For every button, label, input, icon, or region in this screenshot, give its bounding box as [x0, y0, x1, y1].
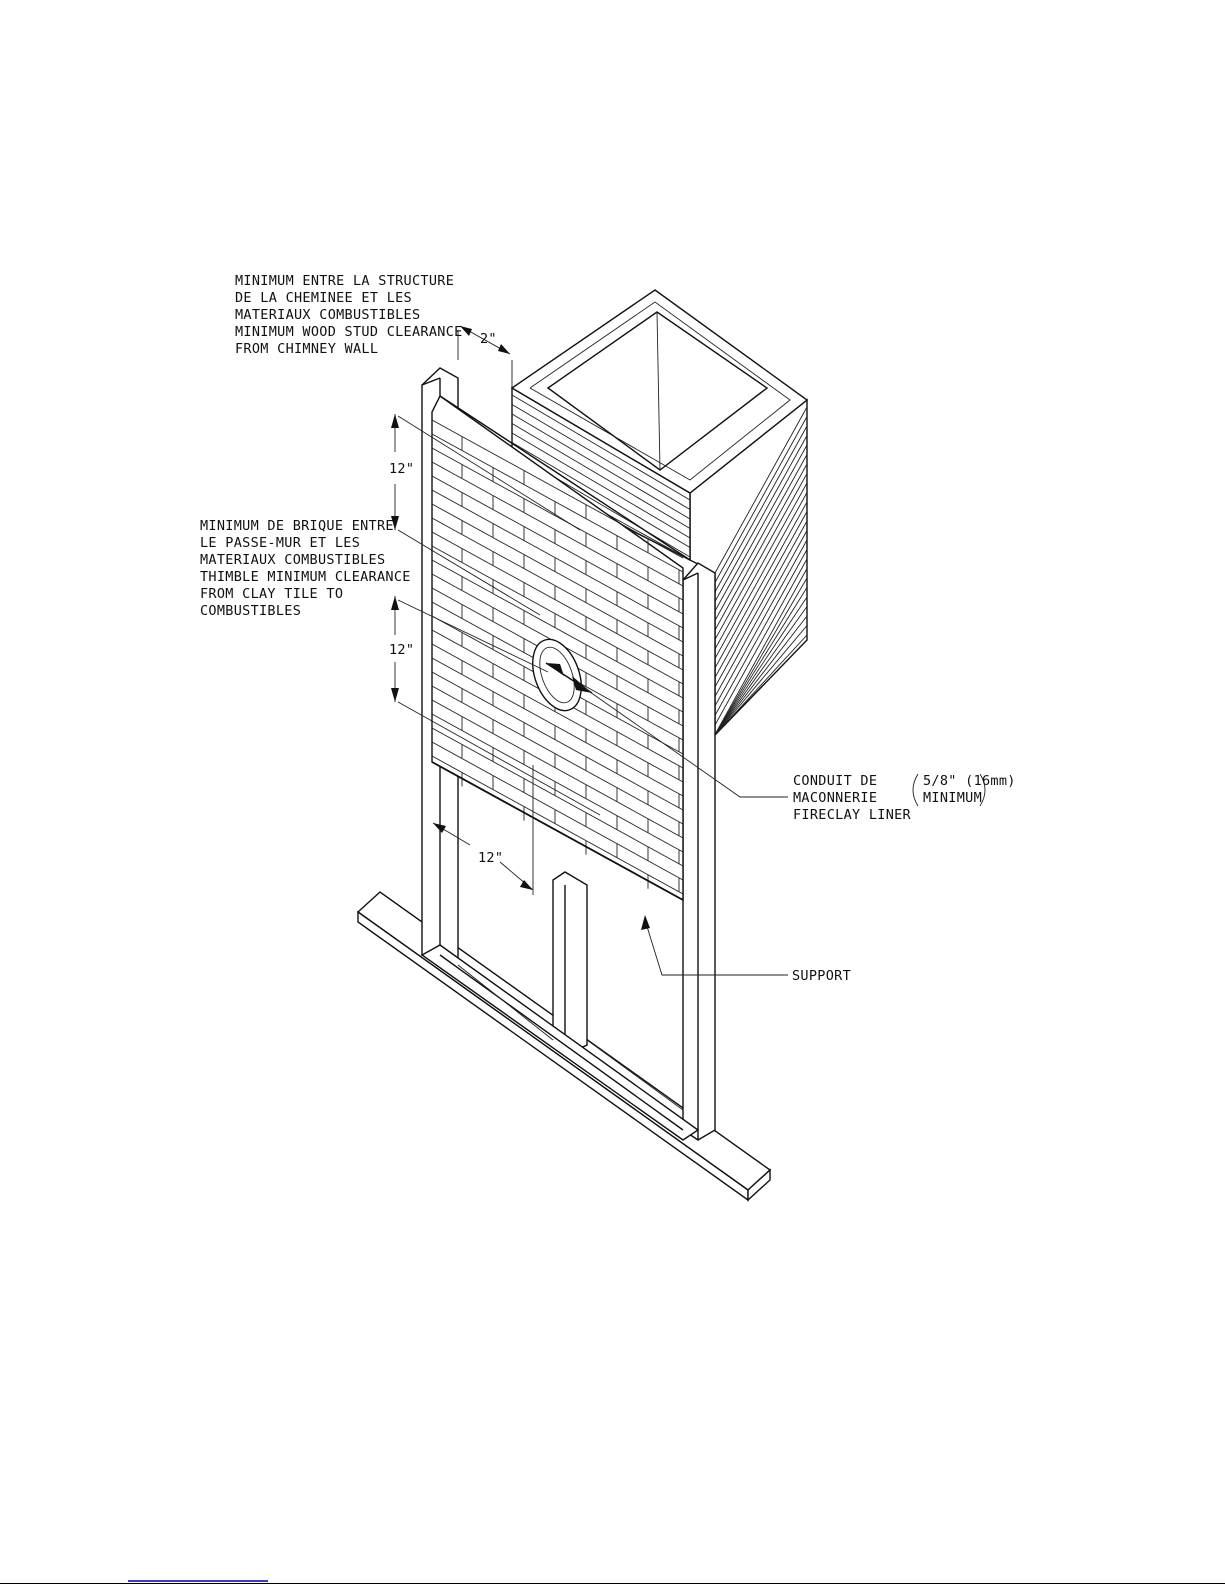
brick-course-line — [431, 643, 684, 783]
dimension-stud-gap: 2" — [457, 325, 513, 388]
brick-course-line — [714, 530, 808, 697]
brick-course-line — [714, 577, 808, 736]
brick-course-line — [431, 419, 684, 559]
brick-course-line — [714, 615, 808, 736]
note-wood-stud-line-2: DE LA CHEMINEE ET LES — [235, 290, 412, 306]
brick-course-line — [431, 755, 684, 895]
note-thimble-line-6: COMBUSTIBLES — [200, 603, 301, 619]
brick-course-line — [431, 489, 684, 629]
note-thimble-line-5: FROM CLAY TILE TO — [200, 586, 343, 602]
brick-course-line — [431, 447, 684, 587]
dimension-lower-vertical: 12" — [389, 596, 601, 816]
brick-course-line — [714, 406, 808, 574]
chimney-stack — [510, 289, 809, 737]
brick-course-line — [714, 511, 808, 678]
brick-course-line — [714, 416, 808, 583]
dim-upper-vertical-label: 12" — [389, 461, 414, 477]
brick-course-line — [714, 463, 808, 631]
note-wood-stud-line-1: MINIMUM ENTRE LA STRUCTURE — [235, 273, 454, 289]
brick-course-line — [431, 685, 684, 825]
brick-course-line — [714, 444, 808, 612]
brick-course-line — [714, 501, 808, 669]
page-bottom-rule — [0, 1583, 1225, 1584]
brick-course-line — [431, 559, 684, 699]
brick-course-line — [431, 713, 684, 853]
brick-course-line — [431, 545, 684, 685]
dimension-horizontal: 12" — [432, 765, 534, 895]
brick-course-line — [714, 435, 808, 602]
brick-course-line — [431, 671, 684, 811]
note-wood-stud-line-5: FROM CHIMNEY WALL — [235, 341, 378, 357]
brick-course-line — [511, 432, 691, 539]
note-thimble: MINIMUM DE BRIQUE ENTRE LE PASSE-MUR ET … — [200, 518, 411, 619]
note-thimble-line-1: MINIMUM DE BRIQUE ENTRE — [200, 518, 394, 534]
note-support-label: SUPPORT — [792, 968, 851, 984]
brick-course-line — [714, 606, 808, 736]
note-thimble-line-3: MATERIAUX COMBUSTIBLES — [200, 552, 385, 568]
note-liner-line-1: CONDUIT DE — [793, 773, 877, 789]
brick-course-line — [511, 413, 691, 520]
note-liner-spec-line-1: 5/8" (16mm) — [923, 773, 1016, 789]
brick-course-line — [714, 558, 808, 726]
thimble-opening — [532, 638, 593, 712]
note-support: SUPPORT — [792, 968, 851, 984]
dim-horizontal-label: 12" — [478, 850, 503, 866]
brick-course-line — [511, 423, 691, 529]
brick-course-line — [431, 475, 684, 615]
brick-course-line — [431, 657, 684, 797]
brick-course-line — [714, 634, 808, 736]
note-liner-spec-line-2: MINIMUM — [923, 790, 982, 806]
leader-support — [641, 915, 788, 976]
note-liner: CONDUIT DE MACONNERIE FIRECLAY LINER 5/8… — [793, 773, 1016, 823]
brick-course-line — [714, 482, 808, 650]
note-liner-line-3: FIRECLAY LINER — [793, 807, 912, 823]
brick-course-line — [511, 442, 691, 548]
brick-course-line — [511, 404, 691, 510]
brick-course-line — [714, 454, 808, 621]
brick-course-line — [714, 596, 808, 736]
brick-course-line — [431, 741, 684, 881]
brick-course-line — [511, 394, 691, 501]
brick-course-line — [431, 503, 684, 643]
note-wood-stud-line-4: MINIMUM WOOD STUD CLEARANCE — [235, 324, 463, 340]
dimension-upper-vertical: 12" — [389, 414, 581, 616]
note-wood-stud-line-3: MATERIAUX COMBUSTIBLES — [235, 307, 420, 323]
brick-course-line — [431, 517, 684, 657]
note-liner-line-2: MACONNERIE — [793, 790, 877, 806]
stud-wall — [420, 367, 716, 1141]
brick-course-line — [431, 531, 684, 671]
leader-liner — [579, 684, 788, 798]
page-link-underline[interactable] — [128, 1580, 268, 1582]
note-thimble-line-2: LE PASSE-MUR ET LES — [200, 535, 360, 551]
brick-course-line — [714, 473, 808, 640]
note-thimble-line-4: THIMBLE MINIMUM CLEARANCE — [200, 569, 411, 585]
brick-course-line — [714, 520, 808, 688]
brick-course-line — [431, 727, 684, 867]
brick-course-line — [714, 492, 808, 659]
brick-course-line — [714, 625, 808, 736]
brick-course-line — [714, 425, 808, 593]
brick-course-line — [431, 699, 684, 839]
note-wood-stud: MINIMUM ENTRE LA STRUCTURE DE LA CHEMINE… — [235, 273, 463, 357]
brick-course-line — [714, 549, 808, 716]
brick-course-line — [714, 539, 808, 707]
brick-course-line — [714, 587, 808, 736]
brick-course-line — [714, 568, 808, 735]
brick-course-line — [431, 433, 684, 573]
dim-stud-gap-label: 2" — [480, 331, 497, 347]
brick-course-line — [431, 461, 684, 601]
dim-lower-vertical-label: 12" — [389, 642, 414, 658]
chimney-brick-courses — [714, 406, 808, 736]
